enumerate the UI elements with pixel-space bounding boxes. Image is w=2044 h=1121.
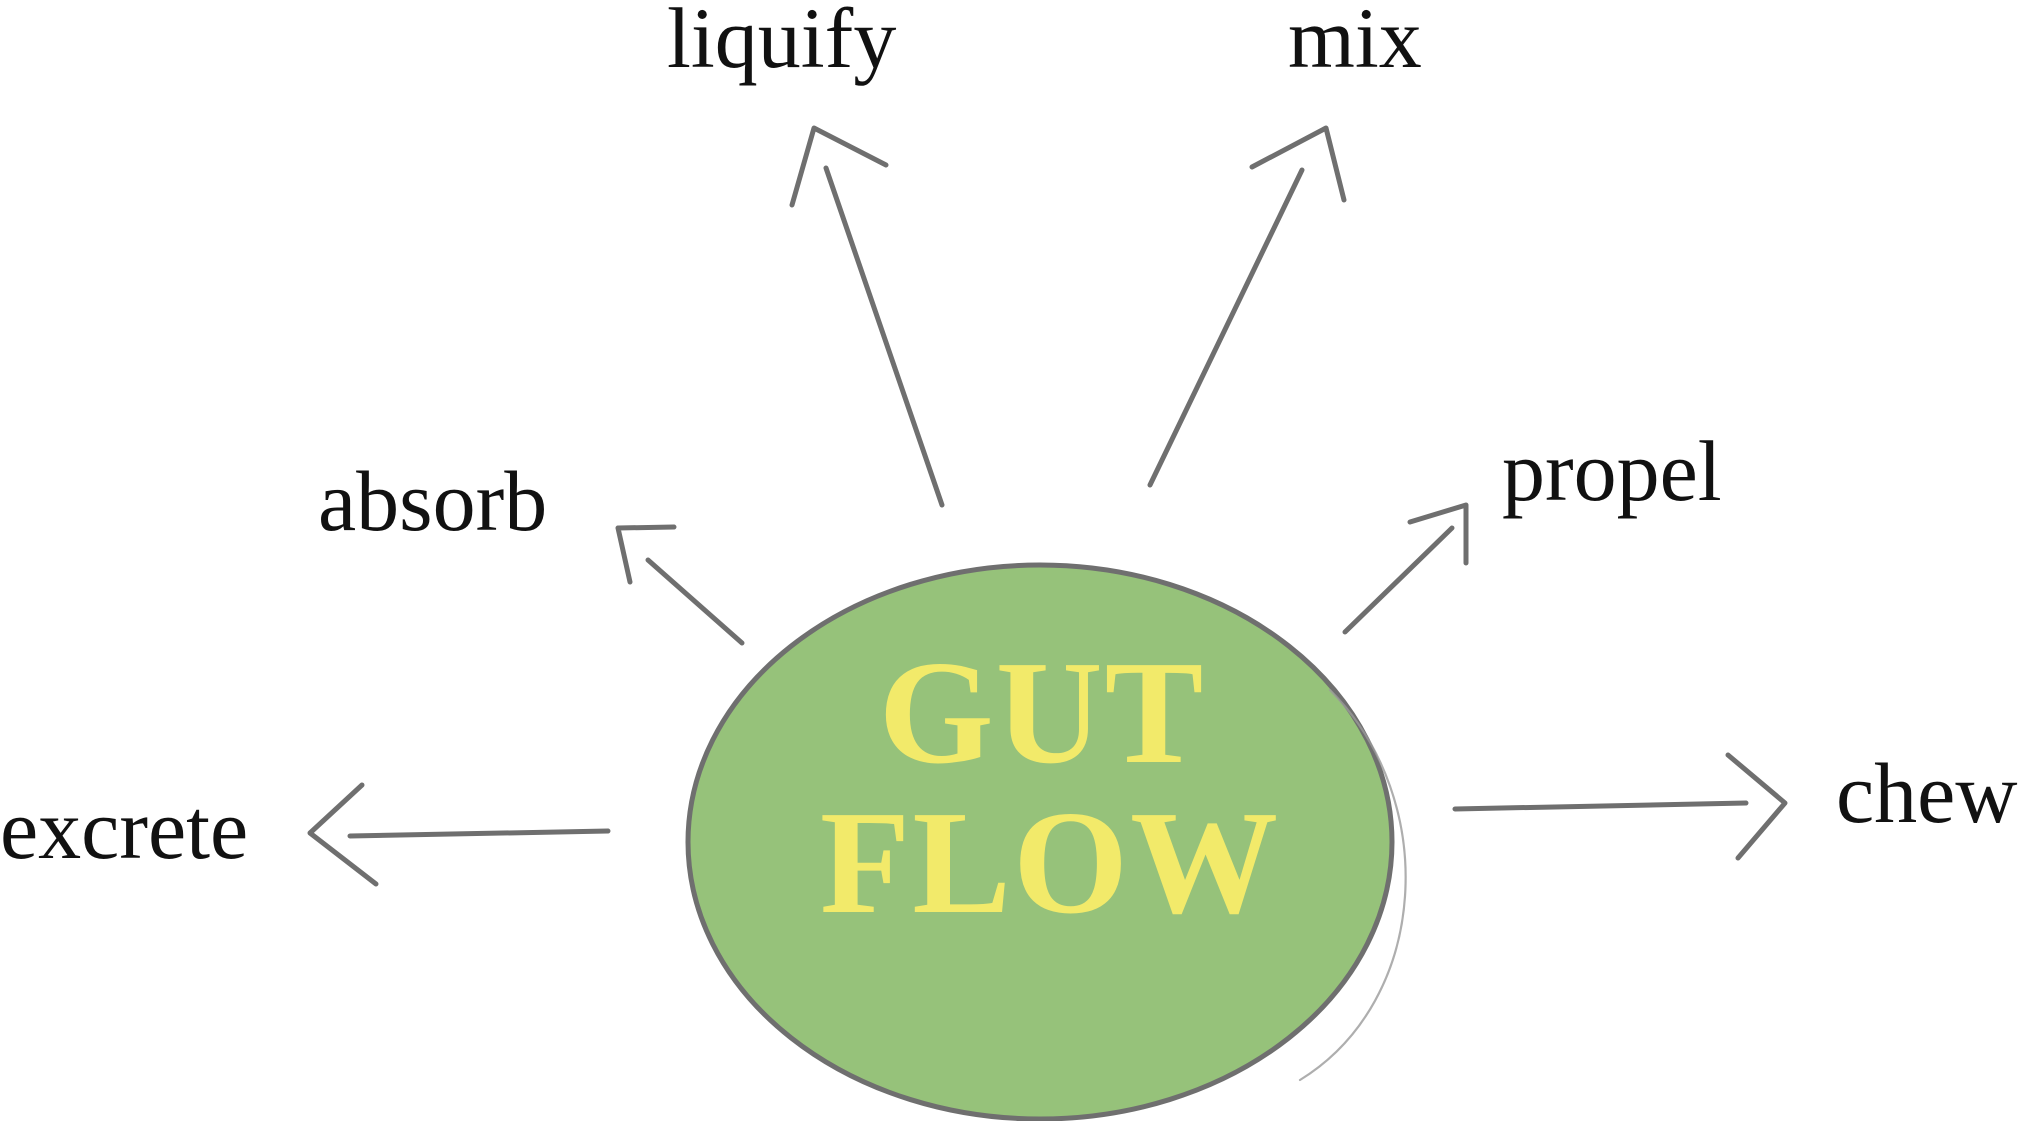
center-ellipse-outline [685, 562, 1395, 1121]
center-ellipse-sketch-line [1298, 688, 1407, 1082]
arrow-mix [1147, 125, 1347, 488]
arrow-excrete-head [307, 782, 379, 887]
arrow-liquify [789, 125, 945, 508]
arrow-excrete [307, 782, 611, 887]
label-chew: chew [1836, 745, 2017, 841]
label-liquify: liquify [667, 0, 896, 86]
center-title-flow: FLOW [820, 781, 1280, 945]
arrow-propel-shaft [1342, 525, 1455, 635]
arrow-absorb-shaft [645, 557, 745, 646]
arrow-liquify-shaft [823, 165, 945, 508]
arrow-propel-head [1407, 502, 1469, 566]
center-ellipse-fill [688, 565, 1392, 1119]
arrow-chew-head [1725, 752, 1788, 861]
arrow-absorb-head [615, 524, 677, 585]
center-title-gut: GUT [879, 631, 1206, 795]
arrow-chew [1452, 752, 1788, 861]
arrow-mix-shaft [1147, 167, 1305, 488]
arrow-chew-shaft [1452, 800, 1749, 812]
label-propel: propel [1502, 423, 1722, 519]
arrow-propel [1342, 502, 1469, 635]
label-excrete: excrete [0, 781, 248, 877]
arrow-excrete-shaft [347, 828, 611, 839]
arrow-absorb [615, 524, 745, 646]
arrow-mix-head [1249, 125, 1347, 203]
arrow-liquify-head [789, 125, 889, 208]
label-mix: mix [1288, 0, 1422, 86]
center-node: GUT FLOW [685, 562, 1407, 1121]
label-absorb: absorb [318, 453, 547, 549]
